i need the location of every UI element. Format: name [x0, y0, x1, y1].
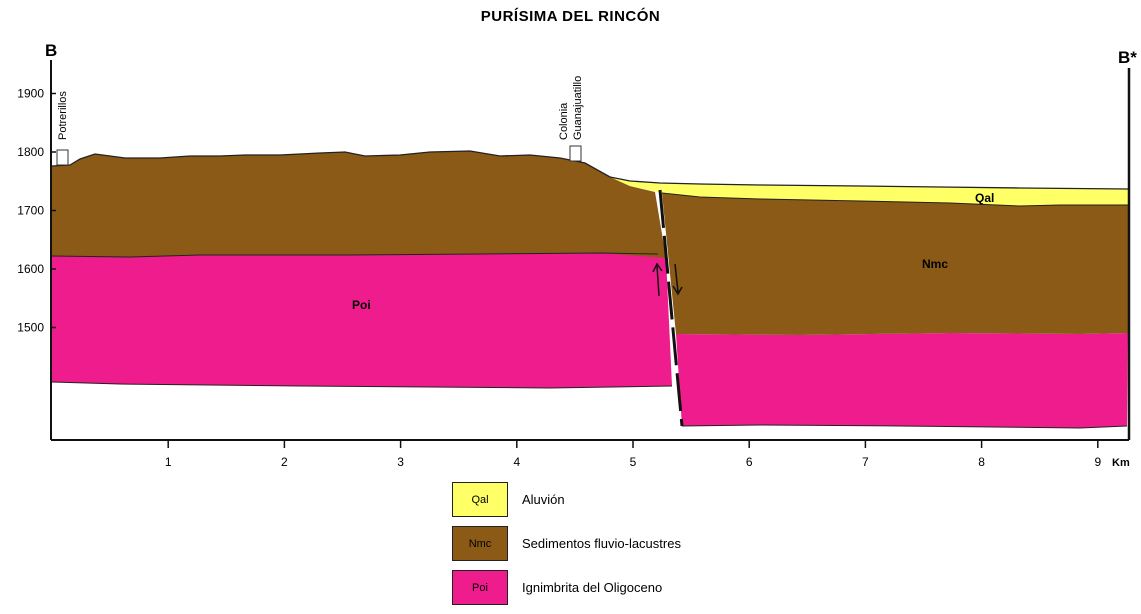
fault-arrow-down-icon	[672, 263, 683, 296]
y-axis-ticks: 1900 1800 1700 1600 1500	[17, 87, 56, 335]
legend-swatch-qal: Qal	[452, 482, 508, 517]
x-tick-label: 5	[630, 455, 637, 469]
y-tick-label: 1900	[17, 87, 44, 101]
legend-item-qal: Qal Aluvión	[452, 482, 681, 517]
y-tick-label: 1500	[17, 321, 44, 335]
legend-item-nmc: Nmc Sedimentos fluvio-lacustres	[452, 526, 681, 561]
poi-unit-right	[676, 333, 1128, 428]
y-tick-label: 1600	[17, 262, 44, 276]
x-tick-label: 3	[397, 455, 404, 469]
poi-base-left	[51, 381, 673, 389]
legend-swatch-nmc: Nmc	[452, 526, 508, 561]
geologic-cross-section: 1900 1800 1700 1600 1500 1 2 3 4 5 6 7 8 9 B B* Km P…	[17, 41, 1137, 469]
start-label: B	[45, 41, 57, 60]
potrerillos-marker	[56, 149, 69, 166]
x-axis-ticks: 1 2 3 4 5 6 7 8 9	[165, 440, 1101, 469]
legend-label-poi: Ignimbrita del Oligoceno	[522, 580, 663, 595]
qal-unit	[590, 168, 1128, 206]
x-unit-label: Km	[1112, 457, 1130, 469]
contact-line-right	[661, 192, 1128, 207]
contact-line-left	[51, 252, 659, 258]
guanajuatillo-marker	[569, 145, 582, 162]
nmc-label: Nmc	[922, 257, 948, 271]
x-tick-label: 7	[862, 455, 869, 469]
guanajuatillo-label-line1: Colonia	[558, 102, 570, 140]
y-tick-label: 1700	[17, 204, 44, 218]
legend-label-qal: Aluvión	[522, 492, 565, 507]
poi-base-right	[681, 424, 1128, 429]
qal-label: Qal	[975, 191, 994, 205]
nmc-unit-left	[52, 151, 666, 258]
guanajuatillo-label-line2: Guanajuatillo	[572, 76, 584, 140]
legend-item-poi: Poi Ignimbrita del Oligoceno	[452, 570, 681, 605]
poi-unit-left	[52, 253, 672, 388]
y-tick-label: 1800	[17, 145, 44, 159]
x-tick-label: 2	[281, 455, 288, 469]
section-title: PURÍSIMA DEL RINCÓN	[480, 8, 661, 25]
x-tick-label: 1	[165, 455, 172, 469]
legend-label-nmc: Sedimentos fluvio-lacustres	[522, 536, 681, 551]
legend: Qal Aluvión Nmc Sedimentos fluvio-lacust…	[452, 482, 681, 614]
legend-swatch-poi: Poi	[452, 570, 508, 605]
x-tick-label: 9	[1094, 455, 1101, 469]
fault-arrow-up-icon	[652, 262, 663, 297]
end-label: B*	[1118, 48, 1137, 67]
fault-line	[658, 189, 684, 427]
poi-label: Poi	[352, 298, 371, 312]
nmc-unit-right	[662, 193, 1128, 335]
potrerillos-label: Potrerillos	[57, 91, 69, 140]
x-tick-label: 4	[513, 455, 520, 469]
x-tick-label: 6	[746, 455, 753, 469]
x-tick-label: 8	[978, 455, 985, 469]
surface-line	[51, 150, 1129, 190]
